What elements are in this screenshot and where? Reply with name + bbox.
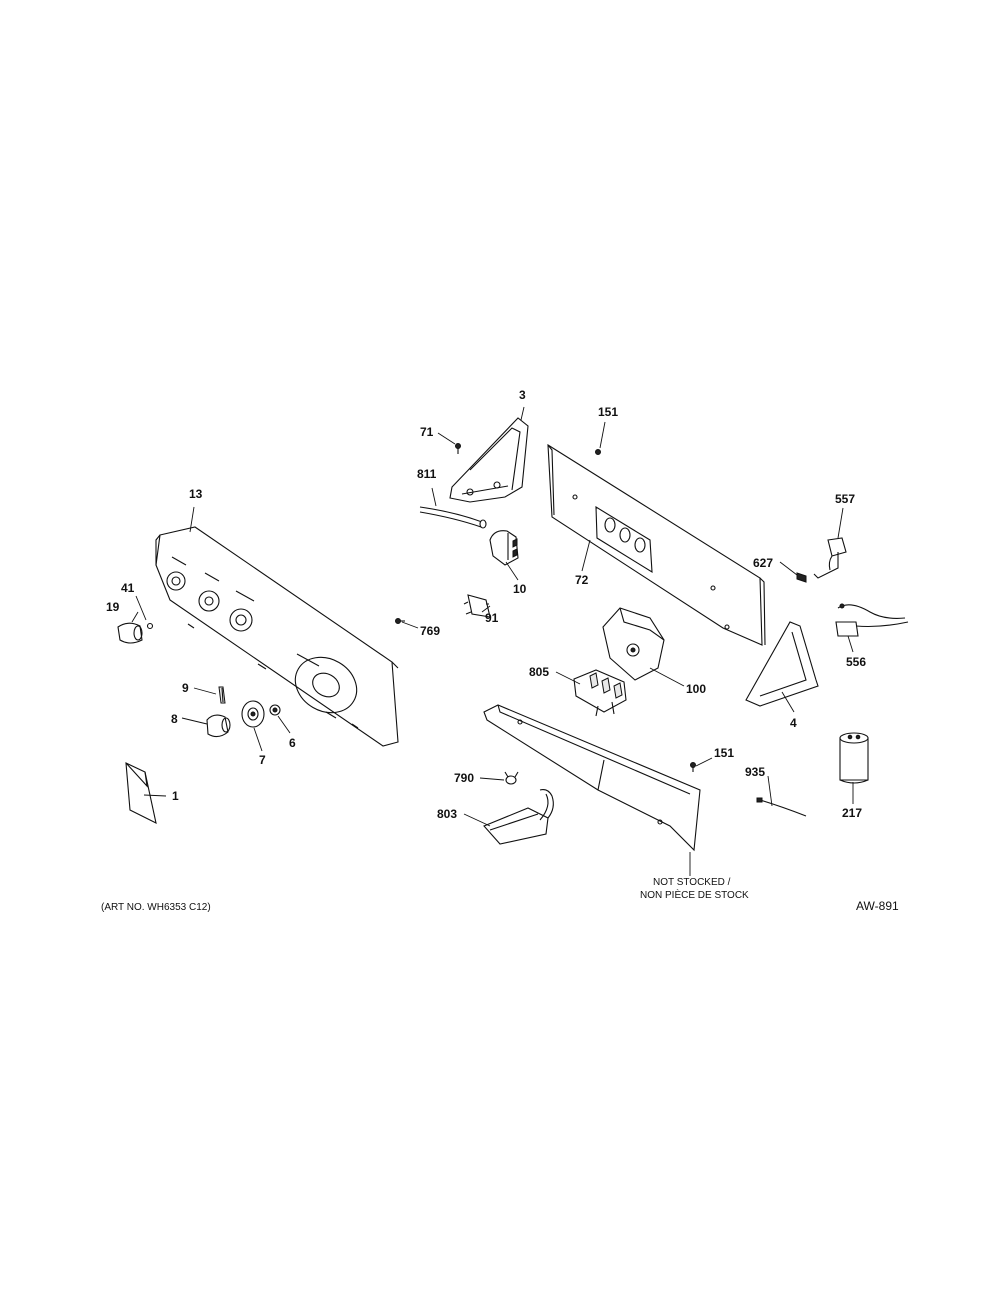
callout-9: 9 [182, 681, 189, 695]
knob-part [117, 622, 143, 644]
callout-151-top: 151 [598, 405, 619, 419]
dial-part [241, 700, 265, 728]
callout-71: 71 [420, 425, 434, 439]
callout-13: 13 [189, 487, 203, 501]
wire-harness-part [835, 603, 909, 637]
callout-627: 627 [753, 556, 774, 570]
spring-clip-part [218, 686, 226, 704]
callout-769: 769 [420, 624, 441, 638]
capacitor-part [839, 732, 869, 784]
callout-3: 3 [519, 388, 526, 402]
art-number: (ART NO. WH6353 C12) [101, 902, 211, 913]
power-cord-part [813, 537, 847, 579]
bottom-channel-part [483, 704, 701, 852]
end-cap-bracket-part [449, 417, 529, 503]
hose-clamp-part [504, 771, 519, 785]
connector-part [796, 572, 807, 583]
side-bracket-part [745, 621, 819, 707]
hose-assembly-part [483, 789, 554, 845]
not-stocked-note-line2: NON PIÈCE DE STOCK [640, 890, 749, 901]
callout-41: 41 [121, 581, 135, 595]
timer-part [602, 607, 665, 681]
diagram-code: AW-891 [856, 899, 899, 913]
jumper-wire-part [756, 797, 807, 817]
selector-knob-part [206, 714, 231, 738]
callout-72: 72 [575, 573, 589, 587]
callout-805: 805 [529, 665, 550, 679]
callout-19: 19 [106, 600, 120, 614]
callout-556: 556 [846, 655, 867, 669]
callout-217: 217 [842, 806, 863, 820]
screw-part-151-bottom [690, 762, 696, 772]
callout-8: 8 [171, 712, 178, 726]
callout-803: 803 [437, 807, 458, 821]
callout-91: 91 [485, 611, 499, 625]
back-panel-part [547, 443, 766, 646]
knob-clip-part [146, 622, 154, 630]
callout-100: 100 [686, 682, 707, 696]
switch-part [463, 594, 491, 618]
callout-790: 790 [454, 771, 475, 785]
callout-811: 811 [417, 467, 437, 481]
callout-7: 7 [259, 753, 266, 767]
harness-hose-part [419, 506, 487, 529]
callout-6: 6 [289, 736, 296, 750]
water-valve-part [573, 669, 627, 717]
pressure-switch-part [489, 530, 519, 566]
nut-part [269, 704, 281, 716]
callout-151-bottom: 151 [714, 746, 735, 760]
callout-557: 557 [835, 492, 856, 506]
callout-4: 4 [790, 716, 797, 730]
control-panel-part [155, 526, 399, 747]
callout-10: 10 [513, 582, 527, 596]
callout-1: 1 [172, 789, 179, 803]
callout-935: 935 [745, 765, 766, 779]
literature-envelope-part [125, 762, 157, 825]
leader-lines [131, 406, 854, 876]
screw-part-151-top [595, 449, 601, 455]
screw-part-769 [395, 618, 405, 624]
not-stocked-note-line1: NOT STOCKED / [653, 877, 731, 888]
screw-part-71 [455, 443, 461, 454]
